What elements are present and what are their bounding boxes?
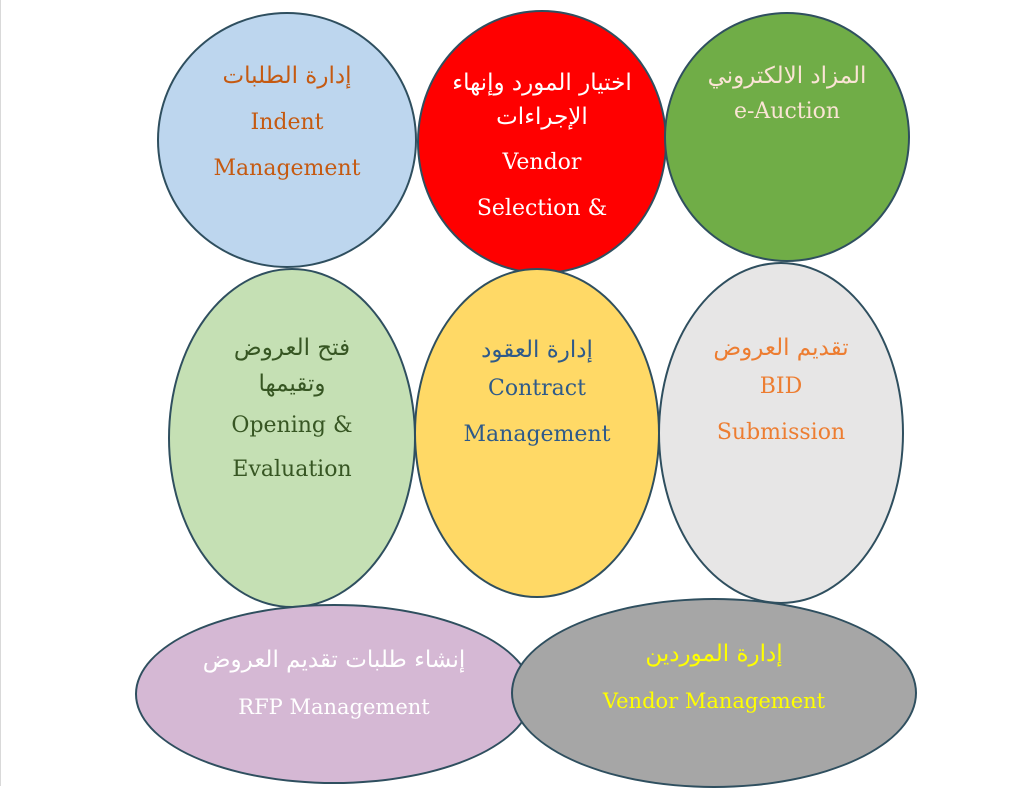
contract-english-line-2: Management — [463, 422, 611, 447]
vendor-management-english-label: Vendor Management — [602, 689, 826, 713]
indent-arabic-label: إدارة الطلبات — [222, 63, 352, 89]
opening-evaluation-english-line-2: Evaluation — [232, 457, 352, 482]
bid-submission-english-line-2: Submission — [716, 420, 846, 445]
page-edge-line — [0, 0, 1, 786]
vendor-management-arabic-label: إدارة الموردين — [645, 641, 783, 667]
rfp-management-ellipse: إنشاء طلبات تقديم العروض RFP Management — [135, 604, 533, 784]
indent-management-circle: إدارة الطلبات Indent Management — [157, 12, 417, 268]
e-auction-english-label: e-Auction — [733, 99, 841, 124]
e-auction-arabic-label: المزاد الالكتروني — [707, 63, 867, 89]
rfp-english-label: RFP Management — [238, 695, 430, 719]
opening-evaluation-circle: فتح العروض وتقيمها Opening & Evaluation — [168, 268, 416, 608]
contract-english-line-1: Contract — [488, 376, 586, 401]
vendor-management-ellipse: إدارة الموردين Vendor Management — [511, 598, 917, 788]
vendor-selection-arabic-label: اختيار المورد وإنهاء الإجراءات — [452, 70, 632, 130]
bid-submission-circle: تقديم العروض BID Submission — [658, 262, 904, 604]
opening-evaluation-arabic-label: فتح العروض وتقيمها — [233, 335, 351, 397]
contract-management-circle: إدارة العقود Contract Management — [414, 268, 660, 598]
indent-english-line-1: Indent — [250, 110, 324, 135]
opening-evaluation-english-line-1: Opening & — [231, 413, 353, 438]
vendor-selection-circle: اختيار المورد وإنهاء الإجراءات Vendor Se… — [417, 10, 667, 274]
vendor-selection-english-line-1: Vendor — [502, 150, 582, 175]
contract-arabic-label: إدارة العقود — [481, 337, 593, 363]
e-auction-circle: المزاد الالكتروني e-Auction — [664, 12, 910, 262]
bid-submission-arabic-label: تقديم العروض — [713, 335, 849, 361]
rfp-arabic-label: إنشاء طلبات تقديم العروض — [202, 647, 466, 673]
indent-english-line-2: Management — [213, 156, 361, 181]
bid-submission-english-line-1: BID — [759, 374, 803, 399]
vendor-selection-english-line-2: Selection & — [476, 196, 608, 221]
